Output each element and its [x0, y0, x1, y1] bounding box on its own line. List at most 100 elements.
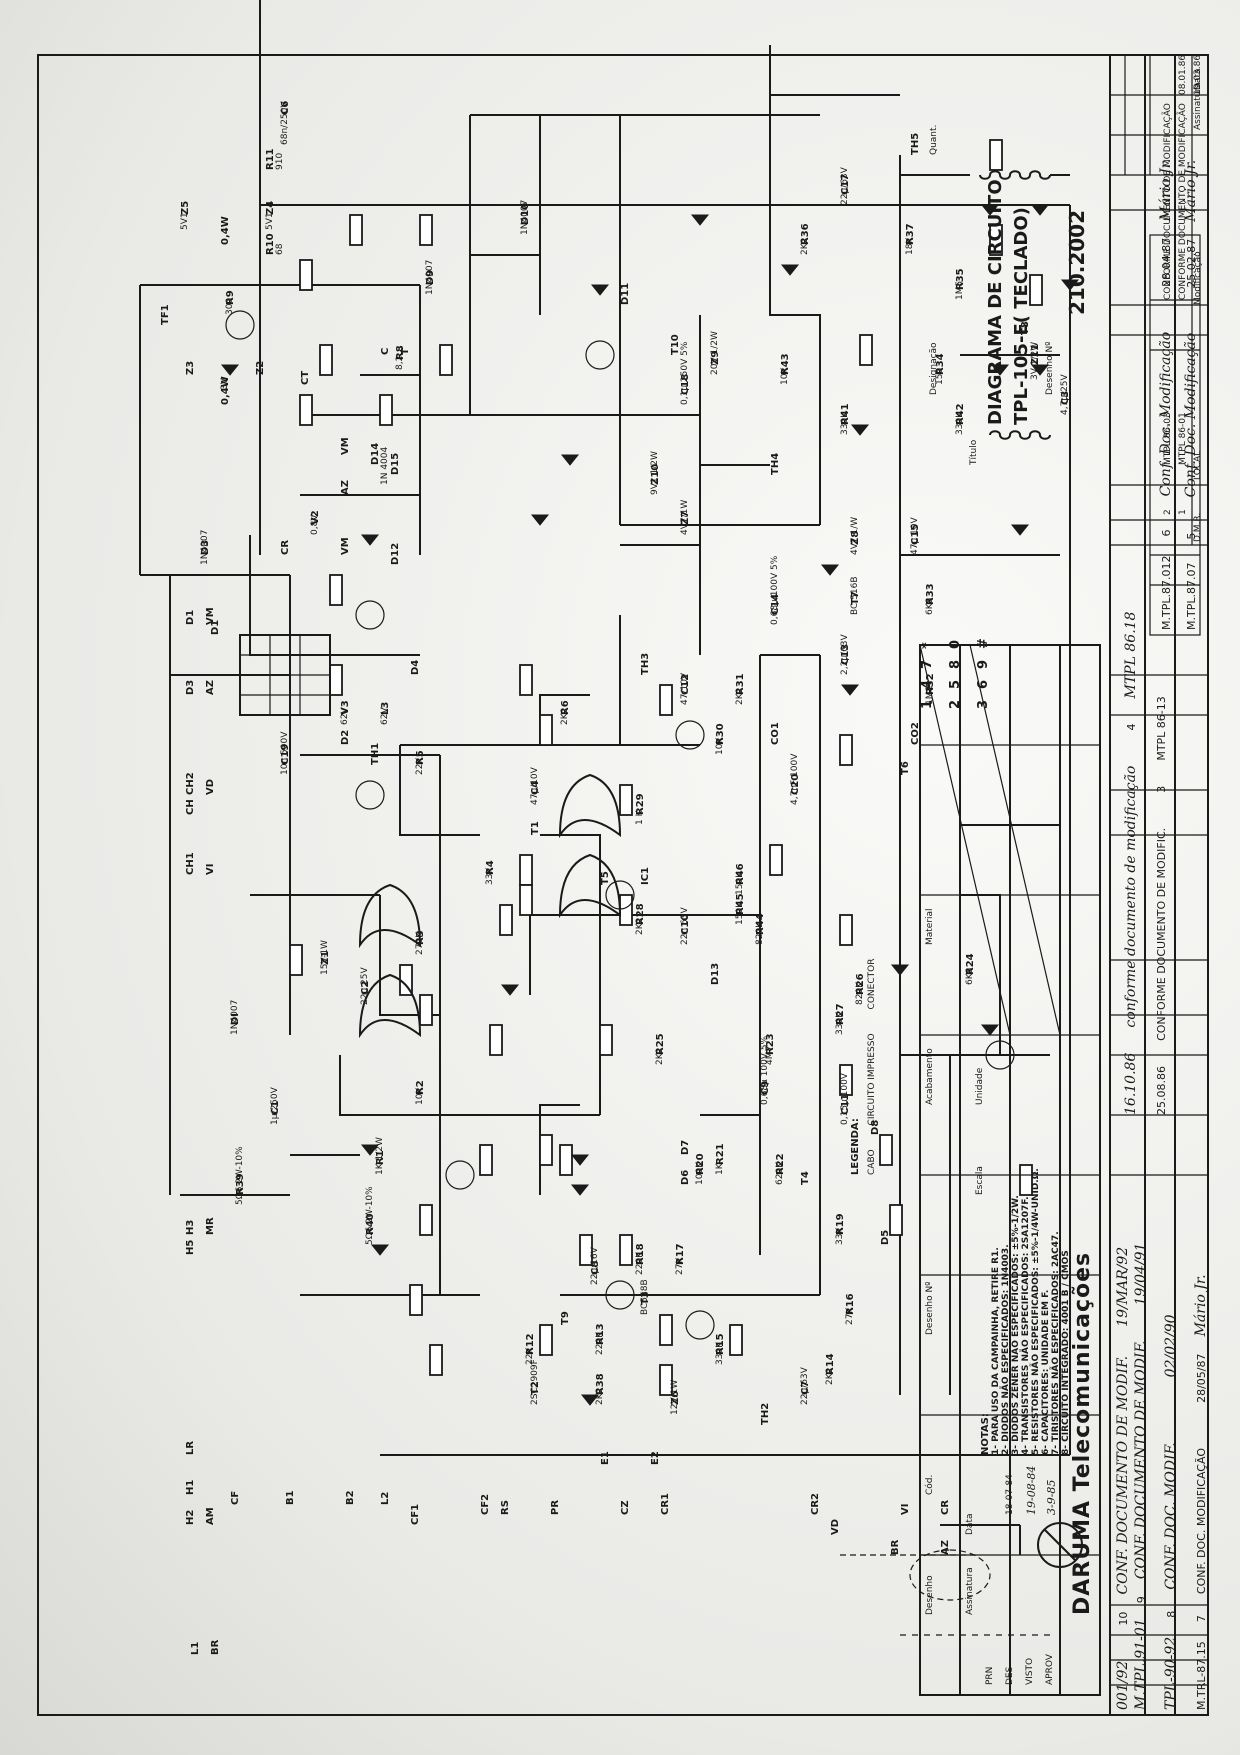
r37 — [349, 214, 363, 246]
label-div: 1N4007 — [230, 999, 240, 1035]
terminal-14: D3 — [185, 679, 196, 695]
terminal-3: AM — [205, 1507, 216, 1525]
label-c20v: 4,7nF 100V — [790, 753, 800, 805]
label-t1: T1 — [530, 821, 541, 835]
tb-row-aprov: APROV — [1045, 1654, 1055, 1685]
z4 — [980, 204, 1000, 216]
label-r8v: 8,2 — [395, 355, 405, 370]
tb-row-assinatura: Assinatura — [965, 1567, 975, 1615]
label-z1v: 15V-1W — [320, 940, 330, 975]
title-block — [919, 644, 1101, 1696]
label-t5: T5 — [600, 871, 611, 885]
note-7: 7- TIRISTORES NÃO ESPECIFICADOS: 2AC47. — [1051, 1231, 1061, 1455]
tb-row-data: Data — [965, 1513, 975, 1536]
terminal-37: T — [400, 348, 411, 355]
hdr-signature: Assinatura — [1193, 82, 1203, 130]
label-c18v: 0,1µ 250V 5% — [680, 341, 690, 405]
rev7-num: 7 — [1195, 1615, 1208, 1623]
r6 — [659, 684, 673, 716]
r39 — [1019, 1164, 1033, 1196]
r5 — [839, 734, 853, 766]
r34 — [319, 344, 333, 376]
tb-unidade: Unidade — [975, 1067, 985, 1105]
label-v3v: 62V — [340, 707, 350, 725]
rev9-date: 19/04/91 — [1133, 1242, 1149, 1306]
rev2-date: 19.03.86 — [1193, 55, 1203, 95]
label-r44v: 820K — [755, 921, 765, 945]
terminal-11: CH — [185, 799, 196, 815]
label-r41v: 330K — [840, 411, 850, 435]
rev-top-2-rev: 6 — [1160, 529, 1173, 537]
note-4: 4- TRANSISTORES NÃO ESPECIFICADOS: 2SA12… — [1021, 1196, 1031, 1455]
label-th4: TH4 — [770, 452, 781, 475]
rev9-num: 9 — [1135, 1596, 1148, 1604]
terminal-31: BR — [890, 1539, 901, 1555]
wiring — [139, 0, 1083, 1655]
r19 — [419, 1204, 433, 1236]
label-c8v: 22µ/16V — [590, 1247, 600, 1285]
tb-date-1: 18-07-84 — [1005, 1474, 1015, 1515]
label-d11: D11 — [620, 282, 631, 305]
d6 — [570, 1184, 590, 1196]
note-5: 5- RESISTORES NÃO ESPECIFICADOS: ±5%-1/4… — [1031, 1168, 1041, 1455]
d2 — [840, 684, 860, 696]
label-d4: D4 — [410, 659, 421, 675]
rev-top-1: M.TPL.87.07 5 Conf. Doc. Modificação 25.… — [1180, 160, 1199, 630]
label-d12: D12 — [390, 542, 401, 565]
d12 — [820, 564, 840, 576]
r11 — [989, 139, 1003, 171]
r9 — [1029, 274, 1043, 306]
label-c4v: 47µ/10V — [530, 767, 540, 805]
diodes — [220, 204, 1080, 1406]
label-z10v: 9V1 1/2W — [650, 451, 660, 495]
tb-desenho: Desenho Nº — [1045, 341, 1055, 395]
tb-date-3: 3-9-85 — [1045, 1479, 1058, 1515]
label-c15v: 47µ 10V — [910, 517, 920, 555]
t3 — [605, 1280, 635, 1310]
label-r11v: 910 — [275, 152, 285, 170]
terminal-24: PR — [550, 1499, 561, 1515]
terminal-33: VM — [340, 437, 351, 455]
label-z45p: 0,4W — [220, 216, 231, 245]
t9 — [685, 1310, 715, 1340]
hdr-modification: Modificação — [1193, 251, 1203, 305]
tb-acabamento: Acabamento — [925, 1048, 935, 1105]
z5 — [1030, 204, 1050, 216]
terminal-27: CR2 — [810, 1493, 821, 1515]
terminal-1: BR — [210, 1639, 221, 1655]
label-ic1: IC1 — [640, 866, 651, 885]
label-d2: D2 — [340, 729, 351, 745]
label-z2: Z2 — [255, 360, 266, 375]
rev3-dmr: MTPL 86-13 — [1155, 696, 1168, 761]
r41 — [379, 394, 393, 426]
tb-date-2: 19-08-84 — [1025, 1465, 1038, 1515]
label-c11v: 0,15µ 100V — [840, 1073, 850, 1125]
terminal-8: MR — [205, 1217, 216, 1235]
terminal-6: H5 — [185, 1239, 196, 1255]
tb-title1: DIAGRAMA DE CIRCUITO — [985, 179, 1006, 425]
label-r9v: 300 — [225, 297, 235, 315]
terminal-16: D1 — [185, 609, 196, 625]
label-r29v: 1 K — [635, 810, 645, 826]
label-c1v: 1µ/250V — [270, 1087, 280, 1125]
terminal-10: VI — [205, 863, 216, 875]
label-d7: D7 — [680, 1139, 691, 1155]
r40 — [889, 1204, 903, 1236]
r22 — [479, 1144, 493, 1176]
label-z23p: 0,4W — [220, 376, 231, 405]
rev-top-2-by: Mário Jr. — [1158, 158, 1174, 221]
label-r19v: 33K — [835, 1227, 845, 1245]
tb-row-des: DES — [1005, 1666, 1015, 1685]
terminal-30: CR — [940, 1499, 951, 1515]
z8 — [360, 534, 380, 546]
terminal-4: H1 — [185, 1479, 196, 1495]
rev-row-4: 16.10.86 conforme documento de modificaç… — [1120, 612, 1139, 1115]
d14-15 — [850, 424, 870, 436]
label-r40v: 5Ω6 2W-10% — [365, 1186, 375, 1245]
rev-top-1-date: 25.02.87 — [1185, 238, 1198, 288]
terminal-35: VM — [340, 537, 351, 555]
r43 — [439, 344, 453, 376]
terminal-21: CF1 — [410, 1503, 421, 1525]
rev3-desc: CONFORME DOCUMENTO DE MODIFIC. — [1155, 827, 1168, 1041]
ic1-gates — [358, 773, 622, 1039]
